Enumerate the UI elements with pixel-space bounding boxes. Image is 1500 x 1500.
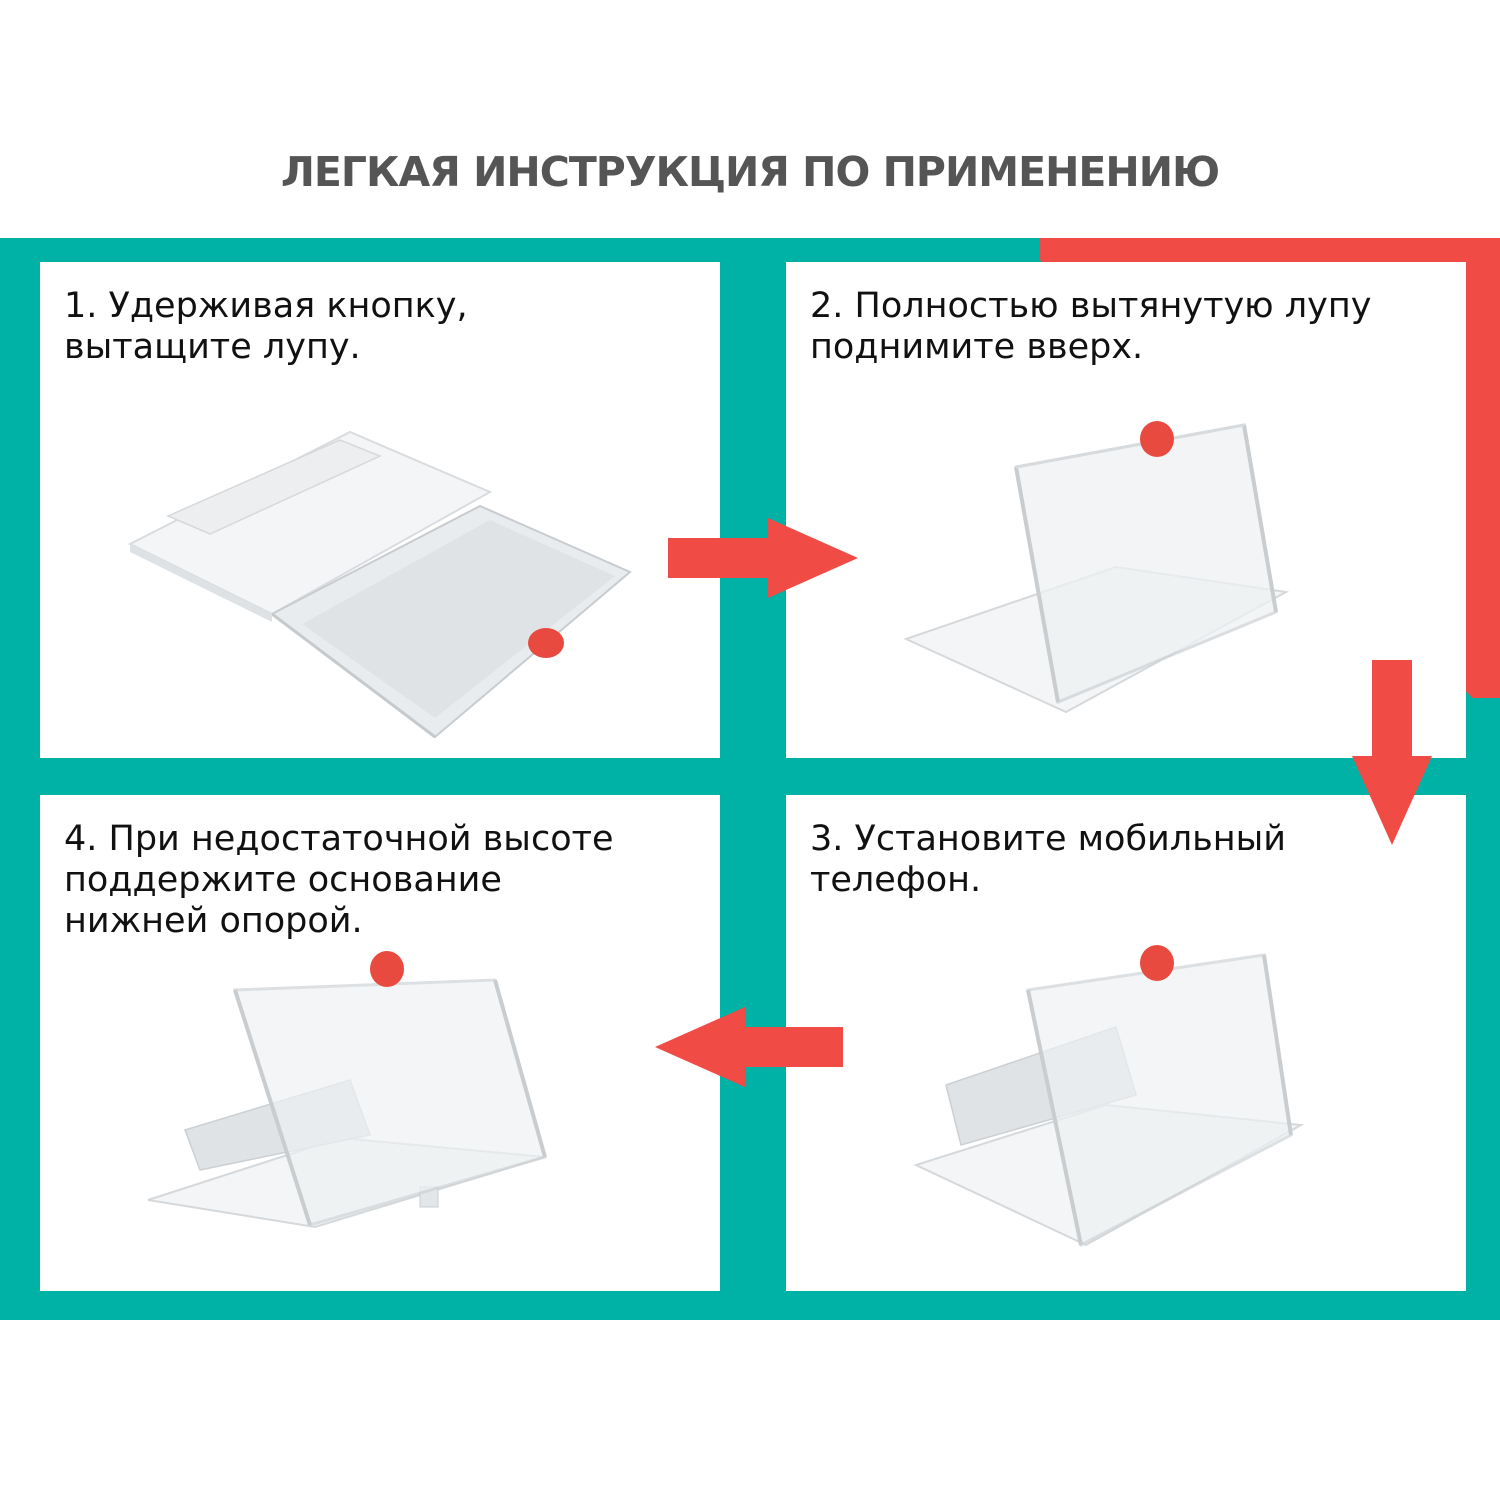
step-1-caption: 1. Удерживая кнопку, вытащите лупу. — [64, 286, 468, 367]
step-2-panel: 2. Полностью вытянутую лупу поднимите вв… — [786, 262, 1466, 758]
arrow-right-icon — [668, 518, 858, 598]
step-4-caption: 4. При недостаточной высоте поддержите о… — [64, 819, 614, 941]
step-2-caption: 2. Полностью вытянутую лупу поднимите вв… — [810, 286, 1372, 367]
arrow-left-icon — [655, 1007, 843, 1087]
magnifier-raised-icon — [903, 421, 1290, 714]
step-3-caption: 3. Установите мобильный телефон. — [810, 819, 1287, 900]
page-title: ЛЕГКАЯ ИНСТРУКЦИЯ ПО ПРИМЕНЕНИЮ — [280, 148, 1220, 196]
magnifier-closed-icon — [127, 430, 632, 739]
step-3-panel: 3. Установите мобильный телефон. — [786, 795, 1466, 1291]
arrow-down-icon — [1352, 660, 1432, 845]
magnifier-with-phone-icon — [913, 945, 1305, 1248]
magnifier-with-support-icon — [147, 951, 547, 1229]
step-4-panel: 4. При недостаточной высоте поддержите о… — [40, 795, 720, 1291]
step-1-panel: 1. Удерживая кнопку, вытащите лупу. — [40, 262, 720, 758]
